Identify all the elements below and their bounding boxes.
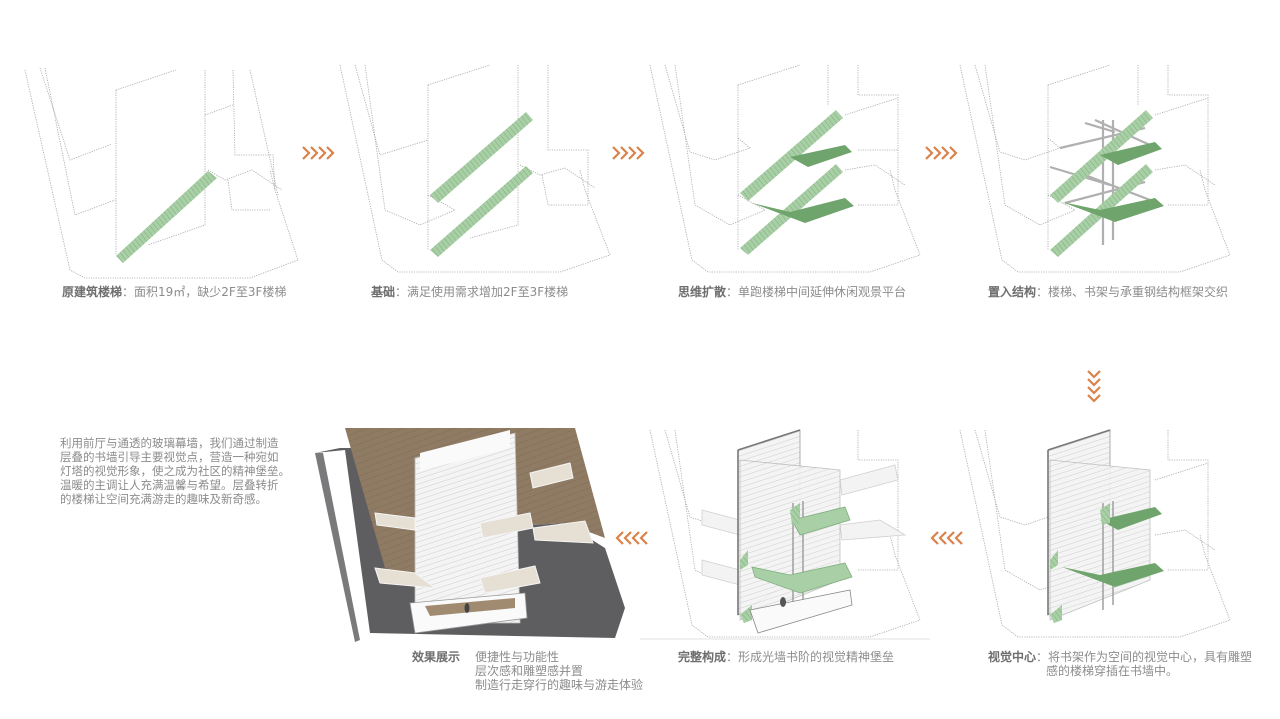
person-figure bbox=[464, 603, 470, 613]
rendering-final-effect bbox=[315, 428, 625, 643]
viewing-platform-upper bbox=[790, 145, 852, 167]
person-figure bbox=[780, 597, 786, 607]
viewing-platform-lower bbox=[751, 562, 853, 594]
caption-text-line-2: 感的楼梯穿插在书墙中。 bbox=[1046, 664, 1179, 678]
railing-bridges bbox=[701, 464, 907, 586]
caption-text: 楼梯、书架与承重钢结构框架交织 bbox=[1048, 285, 1229, 299]
diagram-basic-stairs bbox=[330, 60, 630, 280]
chevron-right-icon bbox=[925, 145, 963, 164]
caption-title: 原建筑楼梯 bbox=[62, 285, 123, 299]
diagram-complete-composition bbox=[640, 425, 940, 645]
caption-title: 置入结构 bbox=[988, 285, 1037, 299]
rendered-perspective bbox=[315, 428, 625, 642]
design-description: 利用前厅与通透的玻璃幕墙，我们通过制造 层叠的书墙引导主要视觉点，营造一种宛如 … bbox=[60, 436, 300, 506]
reception-counter bbox=[749, 589, 853, 634]
viewing-platform-upper bbox=[1100, 142, 1162, 165]
bookshelf-wall-drawing bbox=[959, 429, 1231, 638]
chevron-right-icon bbox=[612, 145, 650, 164]
viewing-platform-lower bbox=[1062, 563, 1164, 587]
staircase-lower bbox=[430, 166, 533, 257]
description-line: 利用前厅与通透的玻璃幕墙，我们通过制造 bbox=[60, 436, 279, 450]
staircase-lower bbox=[740, 164, 843, 255]
diagram-original-stairs bbox=[20, 60, 320, 280]
bookshelf-wall-drawing bbox=[640, 429, 930, 640]
caption-step-3: 思维扩散：单跑楼梯中间延伸休闲观景平台 bbox=[678, 285, 907, 299]
caption-text: 单跑楼梯中间延伸休闲观景平台 bbox=[738, 285, 907, 299]
diagram-visual-center bbox=[950, 425, 1250, 645]
staircase-upper bbox=[740, 110, 843, 201]
description-line: 的楼梯让空间充满游走的趣味及新奇感。 bbox=[60, 492, 267, 506]
caption-text: 面积19㎡，缺少2F至3F楼梯 bbox=[134, 285, 287, 299]
caption-step-5: 视觉中心：将书架作为空间的视觉中心，具有雕塑 感的楼梯穿插在书墙中。 bbox=[988, 650, 1253, 678]
railing-bridges bbox=[374, 462, 594, 594]
description-line: 层叠的书墙引导主要视觉点，营造一种宛如 bbox=[60, 450, 279, 464]
caption-text-line-2: 层次感和雕塑感并置 bbox=[475, 664, 584, 678]
caption-title: 效果展示 bbox=[412, 650, 461, 664]
viewing-platform-upper bbox=[791, 506, 851, 536]
chevron-left-icon bbox=[925, 530, 963, 549]
description-line: 灯塔的视觉形象，使之成为社区的精神堡垒。 bbox=[60, 464, 290, 478]
caption-title: 基础 bbox=[371, 285, 396, 299]
site-outline-drawing bbox=[339, 64, 611, 273]
site-outline-drawing bbox=[649, 64, 921, 273]
caption-title: 完整构成 bbox=[678, 650, 727, 664]
caption-text-line-3: 制造行走穿行的趣味与游走体验 bbox=[475, 678, 644, 692]
viewing-platform-upper bbox=[1100, 507, 1162, 530]
staircase-upper bbox=[1050, 110, 1153, 203]
chevron-down-icon bbox=[1087, 370, 1101, 412]
caption-title: 思维扩散 bbox=[678, 285, 727, 299]
caption-step-1: 原建筑楼梯：面积19㎡，缺少2F至3F楼梯 bbox=[62, 285, 287, 299]
caption-step-4: 置入结构：楼梯、书架与承重钢结构框架交织 bbox=[988, 285, 1229, 299]
description-line: 温暖的主调让人充满温馨与希望。层叠转折 bbox=[60, 478, 279, 492]
caption-text: 形成光墙书阶的视觉精神堡垒 bbox=[738, 650, 895, 664]
caption-step-6: 完整构成：形成光墙书阶的视觉精神堡垒 bbox=[678, 650, 895, 664]
viewing-platform-lower bbox=[1062, 198, 1164, 222]
existing-staircase bbox=[116, 171, 217, 263]
bookshelf-wall-front bbox=[1049, 459, 1151, 621]
chevron-left-icon bbox=[610, 530, 648, 549]
caption-text: 满足使用需求增加2F至3F楼梯 bbox=[407, 285, 569, 299]
caption-text-line-1: 便捷性与功能性 bbox=[475, 650, 560, 664]
chevron-right-icon bbox=[302, 145, 340, 164]
site-outline-drawing bbox=[24, 67, 299, 279]
caption-title: 视觉中心 bbox=[988, 650, 1037, 664]
site-outline-drawing bbox=[959, 64, 1231, 273]
diagram-structure-insertion bbox=[950, 60, 1250, 280]
diagram-platform-extension bbox=[640, 60, 940, 280]
caption-text-line-1: 将书架作为空间的视觉中心，具有雕塑 bbox=[1048, 650, 1253, 664]
caption-step-2: 基础：满足使用需求增加2F至3F楼梯 bbox=[371, 285, 569, 299]
staircase-upper bbox=[430, 112, 533, 203]
viewing-platform-lower bbox=[752, 198, 854, 223]
